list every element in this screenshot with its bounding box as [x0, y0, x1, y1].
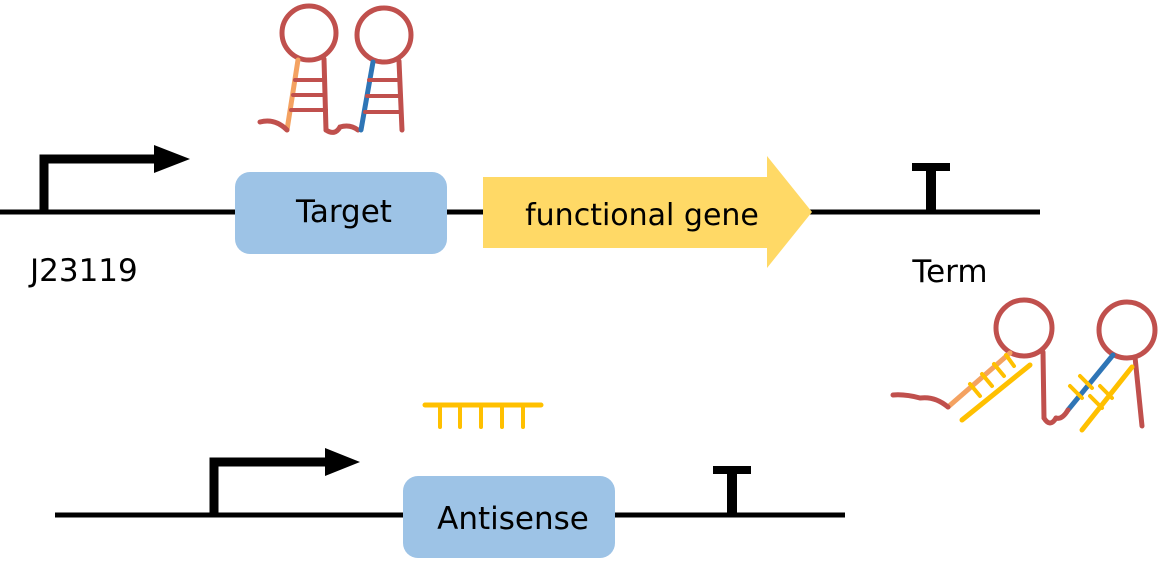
gene-arrow	[483, 156, 812, 268]
bound-hairpin-icon	[890, 297, 1158, 433]
antisense-rna-icon	[422, 402, 544, 429]
gene-label: functional gene	[525, 198, 759, 233]
promoter-icon	[39, 145, 190, 212]
terminator-label: Term	[911, 254, 987, 290]
promoter-label: J23119	[28, 253, 138, 289]
target-box	[235, 172, 447, 254]
hairpin-icon	[257, 3, 414, 135]
antisense-box	[403, 476, 615, 558]
top-construct: J23119 Target functional gene Term	[0, 145, 1040, 290]
promoter-icon	[209, 448, 360, 515]
terminator-icon	[713, 466, 751, 515]
target-label: Target	[295, 194, 392, 230]
terminator-icon	[912, 163, 950, 212]
bottom-construct: Antisense	[55, 448, 845, 558]
antisense-label: Antisense	[437, 501, 589, 537]
